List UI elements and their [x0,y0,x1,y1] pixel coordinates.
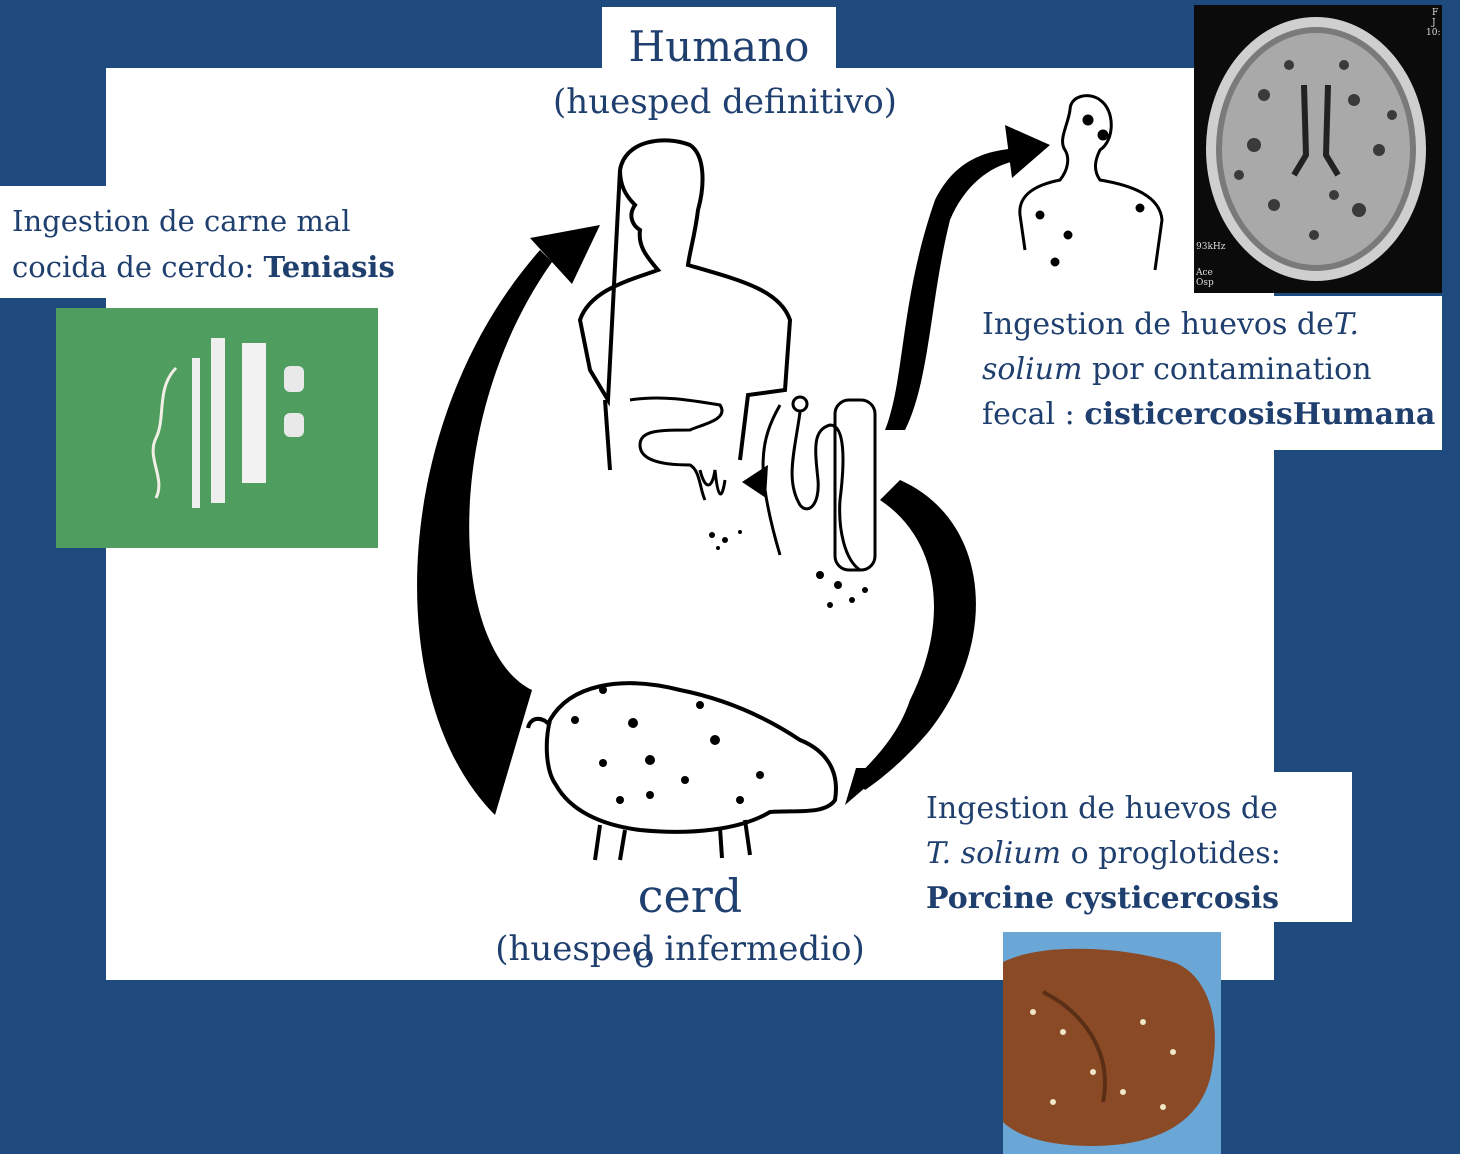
pig-figure [528,683,836,860]
caption-human-cysticercosis: Ingestion de huevos deT. solium por cont… [972,296,1442,450]
pig-subtitle-overlay: o [634,936,654,976]
human-title: Humano [602,7,836,73]
human-subtitle: (huesped definitivo) [500,80,950,124]
mri-label-1: F [1432,8,1438,18]
caption-right-line2: solium por contamination [982,347,1442,392]
caption-right-line1: Ingestion de huevos deT. [982,302,1442,347]
mri-label-3: 10: [1426,28,1440,38]
arrow-human-to-pig [845,480,976,805]
human-figure [580,140,790,470]
caption-pig-line3: Porcine cysticercosis [926,876,1352,921]
mri-label-6: Osp [1196,278,1214,288]
arrow-pig-to-human [417,225,600,815]
pig-subtitle: (huesped infermedio) [440,926,920,972]
mri-label-4: 93kHz [1196,242,1226,252]
mri-label-5: Ace [1195,268,1213,278]
caption-pig-line1: Ingestion de huevos de [926,786,1352,831]
infected-human-figure [1020,96,1162,270]
pig-title: cerd [600,866,780,926]
caption-pig-line2: T. solium o proglotides: [926,831,1352,876]
caption-right-line3: fecal : cisticercosisHumana [982,392,1442,437]
caption-teniasis: Ingestion de carne mal cocida de cerdo: … [0,186,446,298]
caption-porcine-cysticercosis: Ingestion de huevos de T. solium o progl… [918,772,1352,922]
caption-left-line2: cocida de cerdo: Teniasis [12,244,446,290]
tapeworm [792,397,875,570]
mri-label-2: J [1431,18,1436,28]
flow-arrowhead [742,465,768,498]
intestine [630,398,725,500]
tapeworm-photo [56,308,378,548]
pork-cysticercosis-photo [1003,932,1221,1154]
caption-left-line1: Ingestion de carne mal [12,198,446,244]
brain-mri-image: F J 10: 93kHz Ace Osp [1194,5,1442,293]
